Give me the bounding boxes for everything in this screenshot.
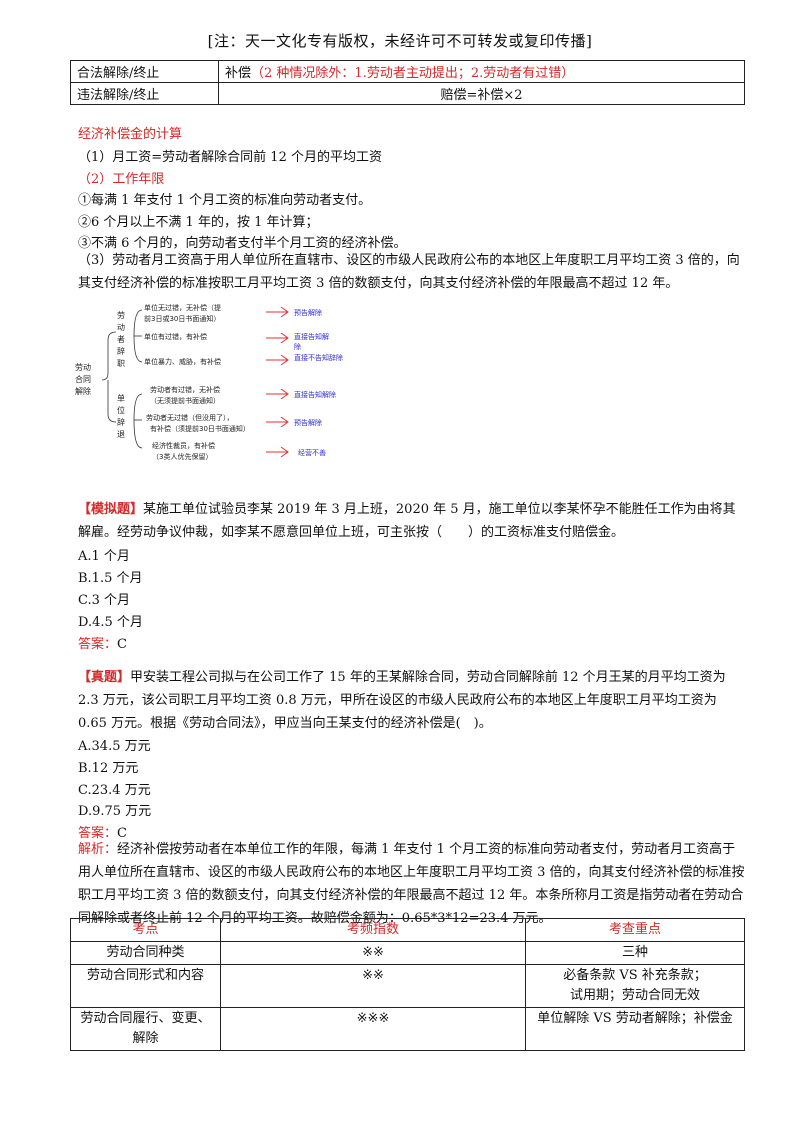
table-cell: ※※	[220, 964, 526, 1008]
sub-item-3: ③不满 6 个月的，向劳动者支付半个月工资的经济补偿。	[78, 236, 407, 251]
table-cell: ※※※	[220, 1007, 526, 1051]
diagram-result: 经营不善	[298, 448, 326, 457]
table-row: 劳动合同形式和内容 ※※ 必备条款 VS 补充条款； 试用期；劳动合同无效	[70, 964, 745, 1008]
compensation-table: 合法解除/终止 补偿（2 种情况除外：1.劳动者主动提出；2.劳动者有过错） 违…	[70, 60, 745, 105]
table-cell: 必备条款 VS 补充条款； 试用期；劳动合同无效	[525, 964, 745, 1008]
question-tag: 【真题】	[78, 670, 131, 685]
arrow-right-icon	[266, 388, 289, 400]
question-1-stem: 【模拟题】某施工单位试验员李某 2019 年 3 月上班，2020 年 5 月，…	[78, 498, 746, 544]
option: C.3 个月	[78, 593, 131, 608]
diagram-case: 前3日或30日书面通知）	[144, 314, 220, 323]
cell-line: 必备条款 VS 补充条款；	[563, 968, 707, 983]
arrow-right-icon	[266, 416, 289, 428]
diagram-result: 预告解除	[294, 308, 322, 317]
analysis-label: 解析：	[78, 842, 118, 857]
table-cell: 劳动合同种类	[70, 941, 221, 965]
diagram-result: 直接不告知辞除	[294, 353, 343, 362]
diagram-branch-char: 单	[117, 393, 125, 403]
arrow-right-icon	[266, 446, 289, 458]
question-text: 甲安装工程公司拟与在公司工作了 15 年的王某解除合同，劳动合同解除前 12 个…	[78, 670, 726, 731]
diagram-case: 劳动者无过错（但没用了），	[146, 413, 234, 422]
table-cell: 三种	[525, 941, 745, 965]
item-2: （2）工作年限	[78, 172, 165, 187]
answer-value: C	[117, 637, 127, 652]
diagram-result: 直接告知解	[294, 332, 329, 341]
option: A.34.5 万元	[78, 739, 151, 754]
table-cell: 赔偿=补偿×2	[218, 82, 745, 105]
diagram-case: 劳动者有过错，无补偿	[150, 385, 220, 394]
diagram-root-line: 合同	[75, 374, 91, 384]
answer-label: 答案：	[78, 826, 118, 841]
table-row: 劳动合同履行、变更、解除 ※※※ 单位解除 VS 劳动者解除；补偿金	[70, 1007, 745, 1051]
diagram-result: 除	[294, 342, 301, 351]
section-title: 经济补偿金的计算	[78, 127, 183, 142]
table-cell: 单位解除 VS 劳动者解除；补偿金	[525, 1007, 745, 1051]
option: D.4.5 个月	[78, 615, 143, 630]
arrow-right-icon	[266, 354, 289, 366]
table-cell: 补偿（2 种情况除外：1.劳动者主动提出；2.劳动者有过错）	[218, 60, 745, 83]
diagram-branch-char: 退	[117, 430, 125, 439]
option: D.9.75 万元	[78, 804, 152, 819]
option: B.12 万元	[78, 761, 139, 776]
option: C.23.4 万元	[78, 783, 151, 798]
cell-line: 试用期；劳动合同无效	[569, 988, 700, 1003]
question-text: 某施工单位试验员李某 2019 年 3 月上班，2020 年 5 月，施工单位以…	[78, 502, 736, 540]
copyright-note: [注：天一文化专有版权，未经许可不可转发或复印传播]	[207, 32, 593, 50]
exception-note: （2 种情况除外：1.劳动者主动提出；2.劳动者有过错）	[251, 66, 575, 81]
table-cell: 合法解除/终止	[70, 60, 219, 83]
diagram-case: （无须提前书面通知）	[150, 396, 220, 405]
answer-line: 答案：C	[78, 633, 127, 652]
diagram-branch-char: 者	[117, 335, 125, 344]
question-tag: 【模拟题】	[78, 502, 144, 517]
option: A.1 个月	[78, 549, 130, 564]
answer-value: C	[117, 826, 127, 841]
table-header: 考点	[70, 918, 221, 942]
diagram-root-line: 劳动	[75, 362, 91, 372]
sub-item-2: ②6 个月以上不满 1 年的，按 1 年计算；	[78, 215, 319, 230]
answer-label: 答案：	[78, 637, 118, 652]
table-cell: 违法解除/终止	[70, 82, 219, 105]
table-cell: 劳动合同形式和内容	[70, 964, 221, 1008]
diagram-case: 有补偿（须提前30日书面通知）	[150, 424, 250, 433]
arrow-right-icon	[266, 306, 289, 318]
table-row: 违法解除/终止 赔偿=补偿×2	[70, 82, 745, 105]
brace-line	[101, 331, 117, 381]
diagram-branch-char: 动	[117, 322, 125, 332]
exam-points-table: 考点 考频指数 考查重点 劳动合同种类 ※※ 三种 劳动合同形式和内容 ※※ 必…	[70, 918, 745, 1051]
question-2-stem: 【真题】甲安装工程公司拟与在公司工作了 15 年的王某解除合同，劳动合同解除前 …	[78, 666, 746, 735]
diagram-case: 经济性裁员，有补偿	[152, 441, 215, 450]
analysis: 解析：经济补偿按劳动者在本单位工作的年限，每满 1 年支付 1 个月工资的标准向…	[78, 838, 746, 930]
table-cell: 劳动合同履行、变更、解除	[70, 1007, 221, 1051]
table-row: 合法解除/终止 补偿（2 种情况除外：1.劳动者主动提出；2.劳动者有过错）	[70, 60, 745, 83]
diagram-root-line: 解除	[75, 386, 91, 396]
arrow-right-icon	[266, 332, 289, 344]
diagram-case: （3类人优先保留）	[152, 452, 212, 461]
diagram-branch-char: 辞	[117, 417, 125, 427]
table-cell: ※※	[220, 941, 526, 965]
brace-line	[107, 380, 117, 423]
compensation-label: 补偿	[225, 66, 252, 81]
analysis-text: 经济补偿按劳动者在本单位工作的年限，每满 1 年支付 1 个月工资的标准向劳动者…	[78, 842, 745, 926]
diagram-case: 单位无过错，无补偿（提	[144, 303, 221, 312]
diagram-branch-char: 位	[117, 405, 125, 415]
item-3: （3）劳动者月工资高于用人单位所在直辖市、设区的市级人民政府公布的本地区上年度职…	[78, 253, 740, 291]
diagram-result: 直接告知解除	[294, 390, 336, 399]
table-header: 考频指数	[220, 918, 526, 942]
diagram-case: 单位暴力、威胁，有补偿	[144, 357, 221, 366]
item-1: （1）月工资=劳动者解除合同前 12 个月的平均工资	[78, 150, 382, 165]
table-header: 考查重点	[525, 918, 745, 942]
sub-item-1: ①每满 1 年支付 1 个月工资的标准向劳动者支付。	[78, 193, 372, 208]
diagram-result: 预告解除	[294, 418, 322, 427]
termination-diagram: 劳动 合同 解除 劳 动 者 辞 职 单 位 辞 退 单位无过错，无补偿（提 前…	[75, 303, 343, 461]
diagram-branch-char: 劳	[117, 310, 125, 320]
diagram-case: 单位有过错，有补偿	[144, 332, 207, 341]
diagram-branch-char: 职	[117, 359, 125, 368]
table-row: 劳动合同种类 ※※ 三种	[70, 941, 745, 965]
table-header-row: 考点 考频指数 考查重点	[70, 918, 745, 942]
diagram-branch-char: 辞	[117, 346, 125, 356]
option: B.1.5 个月	[78, 571, 143, 586]
answer-line: 答案：C	[78, 822, 127, 841]
